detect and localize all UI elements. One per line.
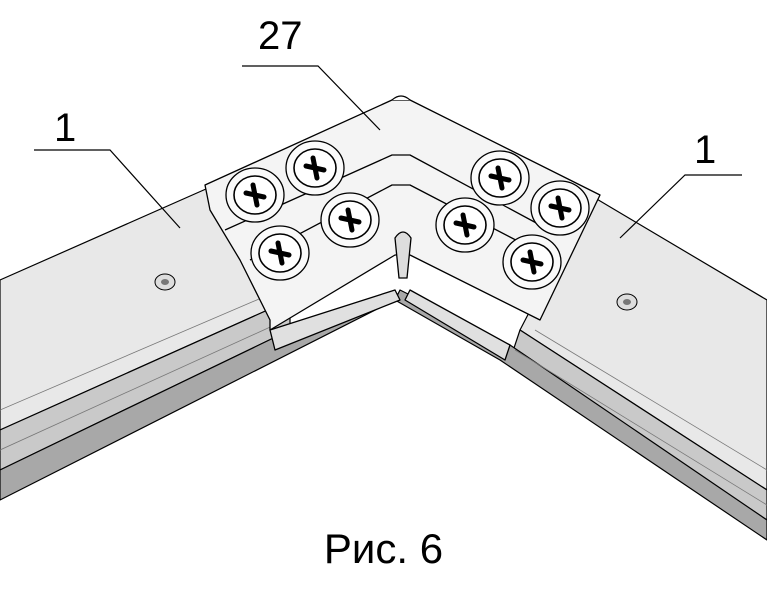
left-profile [0, 184, 396, 501]
screw-icon [502, 234, 562, 290]
screw-icon [250, 225, 310, 281]
screw-icon [225, 167, 285, 223]
screw-icon [470, 150, 530, 206]
figure-caption: Рис. 6 [323, 525, 444, 572]
screw-icon [320, 192, 380, 248]
rivet-icon [154, 273, 176, 291]
screw-icon [435, 197, 495, 253]
screw-icon [530, 180, 590, 236]
reference-number-1-right: 1 [694, 128, 717, 172]
reference-number-27: 27 [258, 14, 303, 58]
reference-number-1-left: 1 [54, 106, 77, 150]
rivet-icon [616, 293, 638, 311]
screws [225, 140, 590, 290]
screw-icon [285, 140, 345, 196]
leader-lines [34, 65, 742, 239]
